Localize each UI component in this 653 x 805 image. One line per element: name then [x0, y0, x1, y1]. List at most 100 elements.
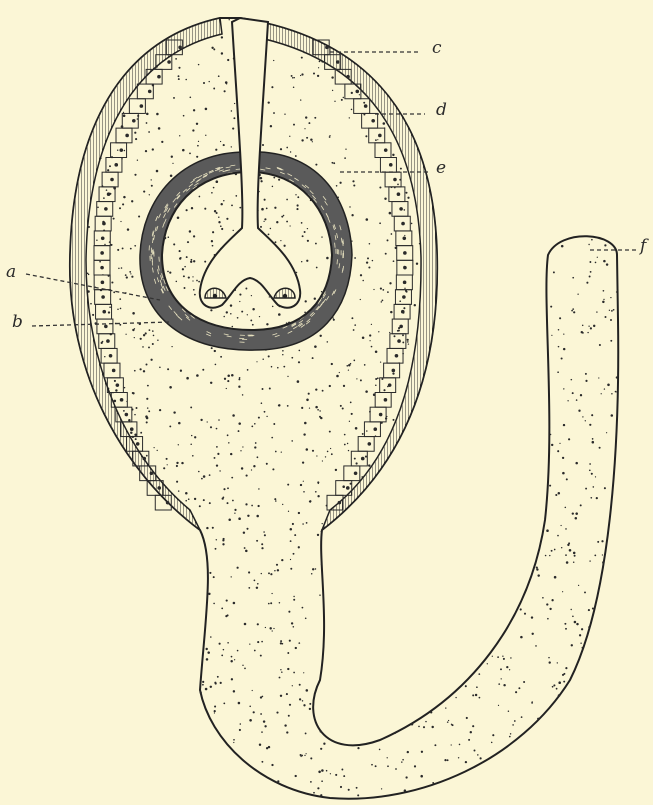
stipple-dot [203, 499, 205, 501]
stipple-dot [209, 81, 210, 82]
stipple-dot [210, 382, 212, 384]
stipple-dot [317, 495, 319, 497]
stipple-dot [188, 498, 190, 500]
stipple-dot [260, 713, 262, 715]
stipple-dot [321, 291, 322, 292]
stipple-dot [315, 568, 316, 569]
stipple-dot [331, 363, 333, 365]
stipple-dot [192, 276, 193, 277]
stipple-dot [88, 274, 90, 276]
stipple-dot [580, 642, 581, 643]
stipple-dot [295, 194, 296, 195]
cell-nucleus [116, 383, 120, 387]
stipple-dot [172, 163, 173, 164]
stipple-dot [321, 780, 323, 782]
stipple-dot [586, 282, 588, 284]
stipple-dot [578, 585, 579, 586]
stipple-dot [557, 371, 559, 373]
stipple-dot [194, 436, 196, 438]
stipple-dot [209, 572, 211, 574]
stipple-dot [135, 438, 137, 440]
stipple-dot [317, 534, 319, 536]
stipple-dot [389, 332, 390, 333]
stipple-dot [217, 453, 219, 455]
stipple-dot [590, 271, 592, 273]
stipple-dot [182, 149, 185, 152]
stipple-dot [249, 643, 250, 644]
stipple-dot [210, 426, 212, 428]
stipple-dot [232, 500, 234, 502]
stipple-dot [402, 341, 404, 343]
stipple-dot [198, 64, 199, 65]
stipple-dot [616, 391, 617, 392]
stipple-dot [302, 523, 304, 525]
stipple-dot [590, 497, 592, 499]
stipple-dot [294, 534, 296, 536]
stipple-dot [588, 609, 590, 611]
cell-nucleus [399, 207, 403, 211]
stipple-dot [365, 456, 367, 458]
stipple-dot [197, 145, 199, 147]
stipple-dot [189, 153, 191, 155]
cell-nucleus [114, 163, 118, 167]
stipple-dot [568, 438, 570, 440]
stipple-dot [571, 644, 573, 646]
stipple-dot [549, 485, 551, 487]
stipple-dot [254, 423, 256, 425]
stipple-dot [313, 792, 315, 794]
stipple-dot [549, 555, 550, 556]
stipple-dot [455, 697, 456, 698]
stipple-dot [353, 329, 355, 331]
cell-nucleus [112, 369, 116, 373]
stipple-dot [233, 602, 236, 605]
stipple-dot [492, 734, 494, 736]
stipple-dot [227, 487, 229, 489]
stipple-dot [220, 225, 222, 227]
stipple-dot [239, 294, 241, 296]
stipple-dot [220, 356, 222, 358]
stipple-dot [465, 761, 467, 763]
stipple-dot [580, 504, 582, 506]
cell-nucleus [166, 501, 170, 505]
stipple-dot [242, 394, 244, 396]
stipple-dot [366, 430, 368, 432]
stipple-dot [288, 322, 290, 324]
stipple-dot [343, 775, 345, 777]
stipple-dot [319, 410, 320, 411]
stipple-dot [366, 261, 368, 263]
stipple-dot [269, 387, 271, 389]
stipple-dot [293, 553, 295, 555]
stipple-dot [288, 611, 290, 613]
stipple-dot [191, 259, 193, 261]
stipple-dot [287, 405, 289, 407]
stipple-dot [562, 472, 565, 475]
stipple-dot [196, 280, 198, 282]
stipple-dot [291, 357, 293, 359]
stipple-dot [213, 88, 215, 90]
stipple-dot [210, 636, 212, 638]
stipple-dot [472, 694, 474, 696]
cell-nucleus [403, 281, 407, 285]
stipple-dot [187, 241, 189, 243]
stipple-dot [226, 600, 228, 602]
stipple-dot [259, 744, 261, 746]
stipple-dot [366, 218, 369, 221]
stipple-dot [242, 665, 243, 666]
stipple-dot [193, 260, 195, 262]
stipple-dot [344, 157, 346, 159]
cell-nucleus [346, 75, 350, 79]
stipple-dot [264, 534, 266, 536]
stipple-dot [474, 750, 476, 752]
stipple-dot [340, 786, 342, 788]
stipple-dot [552, 686, 554, 688]
stipple-dot [159, 367, 161, 369]
stipple-dot [200, 419, 202, 421]
stipple-dot [465, 685, 467, 687]
stipple-dot [204, 261, 206, 263]
stipple-dot [353, 360, 355, 362]
stipple-dot [292, 523, 294, 525]
stipple-dot [603, 290, 605, 292]
stipple-dot [260, 177, 263, 180]
stipple-dot [349, 421, 350, 422]
stipple-dot [228, 442, 229, 443]
